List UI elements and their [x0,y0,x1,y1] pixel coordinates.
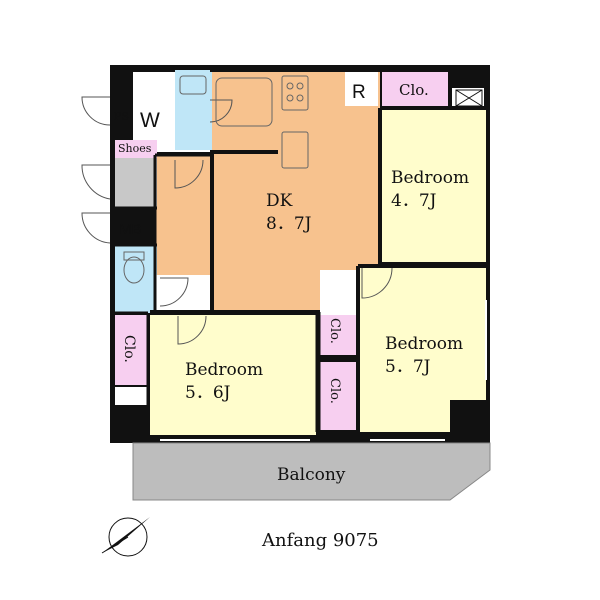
closet-ne [382,72,448,108]
storage-1 [115,158,157,208]
closet-ne-label: Clo. [399,81,429,99]
compass-icon [101,517,150,557]
bedroom-se-floor-2 [360,398,450,432]
fixtures [123,75,309,284]
washer-label: W [140,109,160,132]
dk-room-size: 8．7J [266,214,312,234]
toilet-room [115,245,157,313]
stove [281,75,309,111]
closet-sw [115,315,147,385]
interior-walls [113,106,490,432]
closet-se-2-label: Clo. [327,378,342,404]
closet-se-2 [320,362,358,430]
pipe-space-label: PS [114,110,129,123]
refrigerator-box [345,72,378,106]
bedroom-se-size: 5．7J [385,357,431,377]
bath-area [175,70,210,150]
wash-basin [179,75,207,95]
toilet [123,256,145,284]
bedroom-ne-name: Bedroom [391,168,469,188]
doors [81,96,393,345]
meter-box-label: MB [119,221,142,238]
floor-zones [115,70,486,435]
dk-room-name: DK [266,191,293,211]
bedroom-sw-size: 5．6J [185,383,231,403]
vent-icon [455,89,483,107]
washer-room [133,97,175,139]
closet-se-1-label: Clo. [327,318,342,344]
balcony [132,442,491,501]
bedroom-ne-size: 4．7J [391,191,437,211]
balcony-label: Balcony [277,465,346,485]
refrigerator-label: R [352,82,366,103]
hall-between [320,270,358,315]
shoes-label: Shoes [118,142,152,155]
closet-se-1 [320,315,358,355]
kitchen-sink [281,131,309,169]
bedroom-se-name: Bedroom [385,334,463,354]
closet-sw-label: Clo. [121,335,137,363]
shoes-area [115,140,157,158]
bedroom-se-floor [360,268,486,400]
bedroom-ne-floor [382,110,486,262]
property-name: Anfang 9075 [261,530,379,551]
bedroom-sw-name: Bedroom [185,360,263,380]
sw-white [115,387,147,405]
toilet-corner [155,275,210,310]
windows [160,300,487,441]
bathtub [215,77,273,127]
